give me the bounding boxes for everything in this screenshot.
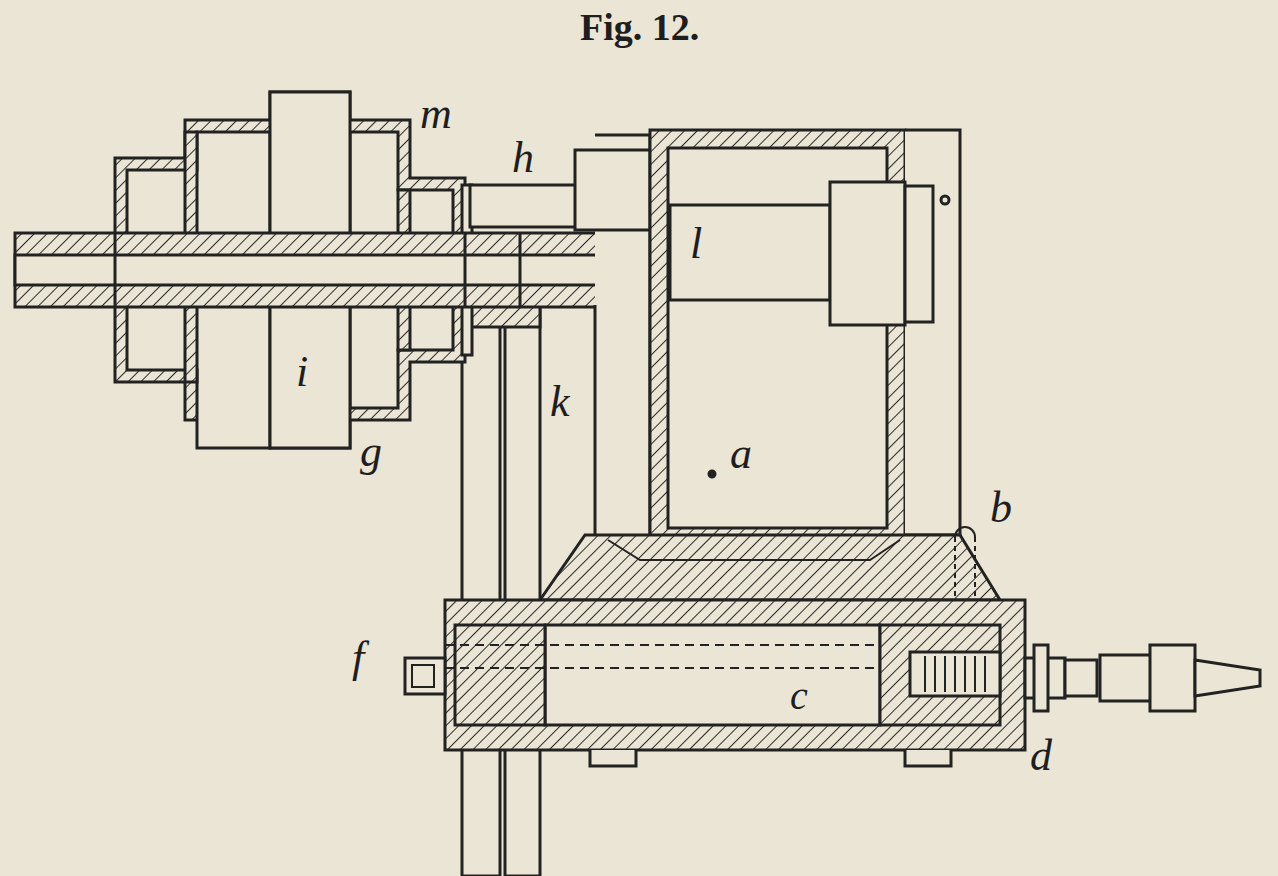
part-letter: g — [360, 430, 382, 474]
part-letter: a — [730, 432, 752, 476]
part-letter: k — [550, 380, 570, 424]
part-letter: b — [990, 486, 1012, 530]
part-letter: h — [512, 136, 534, 180]
part-letter: c — [790, 676, 808, 716]
part-letter: m — [420, 92, 452, 136]
part-letter: d — [1030, 734, 1052, 778]
figure-title: Fig. 12. — [580, 8, 699, 46]
part-letter: l — [690, 222, 702, 266]
part-letter: f — [352, 636, 364, 680]
part-letter: i — [296, 350, 308, 394]
